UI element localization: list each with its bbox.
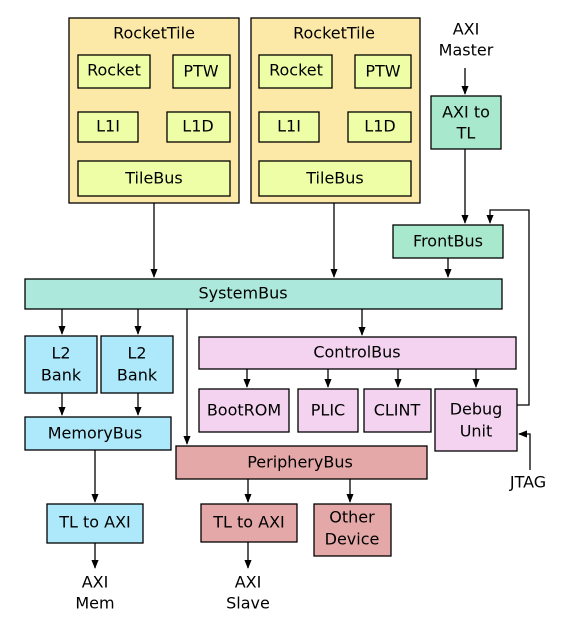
peripherybus-label: PeripheryBus [247, 453, 353, 472]
rocket-core-label: Rocket [87, 61, 141, 80]
axi-to-tl-line1: AXI to [442, 103, 490, 122]
peripherybus-block: PeripheryBus [175, 445, 428, 480]
axi-master-label-line2: Master [439, 41, 494, 60]
l2-bank-line2: Bank [41, 366, 82, 385]
axi-mem-line1: AXI [82, 573, 109, 592]
axi-to-tl-block: AXI to TL [430, 95, 502, 150]
systembus-label: SystemBus [198, 284, 287, 303]
tile-title: RocketTile [113, 24, 195, 43]
bootrom-block: BootROM [198, 388, 290, 433]
systembus-block: SystemBus [24, 278, 503, 310]
jtag-label: JTAG [509, 473, 546, 492]
mem-tl-to-axi-label: TL to AXI [58, 513, 131, 532]
frontbus-block: FrontBus [392, 224, 504, 259]
l2-bank-line2: Bank [117, 366, 158, 385]
clint-label: CLINT [374, 401, 421, 420]
periph-tl-to-axi-block: TL to AXI [200, 503, 298, 543]
l1d-label: L1D [364, 117, 395, 136]
rocket-tile-1: RocketTile Rocket PTW L1I L1D TileBus [68, 17, 240, 204]
l2-bank-2: L2 Bank [100, 335, 174, 394]
debug-unit-block: Debug Unit [434, 388, 518, 452]
axi-slave-line1: AXI [235, 573, 262, 592]
rocket-core-label: Rocket [269, 61, 323, 80]
tilebus-label: TileBus [305, 169, 363, 188]
debug-unit-line1: Debug [450, 400, 503, 419]
mem-tl-to-axi-block: TL to AXI [46, 503, 144, 544]
l2-bank-line1: L2 [127, 344, 146, 363]
axi-to-tl-line2: TL [456, 124, 476, 143]
plic-label: PLIC [311, 401, 345, 420]
l2-bank-1: L2 Bank [24, 335, 98, 394]
controlbus-label: ControlBus [313, 343, 400, 362]
ptw-label: PTW [183, 62, 218, 81]
debug-unit-line2: Unit [460, 422, 493, 441]
plic-block: PLIC [297, 388, 359, 433]
bootrom-label: BootROM [207, 401, 281, 420]
clint-block: CLINT [363, 388, 432, 433]
memorybus-label: MemoryBus [48, 424, 143, 443]
frontbus-label: FrontBus [413, 232, 483, 251]
periph-tl-to-axi-label: TL to AXI [212, 513, 285, 532]
memorybus-block: MemoryBus [24, 416, 172, 451]
tile-title: RocketTile [293, 24, 375, 43]
l2-bank-line1: L2 [51, 344, 70, 363]
l1i-label: L1I [277, 117, 301, 136]
other-device-block: Other Device [313, 503, 392, 557]
l1d-label: L1D [182, 117, 213, 136]
other-device-line2: Device [325, 530, 380, 549]
ptw-label: PTW [365, 62, 400, 81]
axi-mem-line2: Mem [75, 594, 114, 613]
other-device-line1: Other [329, 508, 375, 527]
rocket-tile-2: RocketTile Rocket PTW L1I L1D TileBus [250, 17, 421, 204]
controlbus-block: ControlBus [198, 336, 517, 370]
l1i-label: L1I [96, 117, 120, 136]
tilebus-label: TileBus [124, 169, 182, 188]
axi-slave-line2: Slave [226, 594, 270, 613]
axi-master-label-line1: AXI [453, 20, 480, 39]
